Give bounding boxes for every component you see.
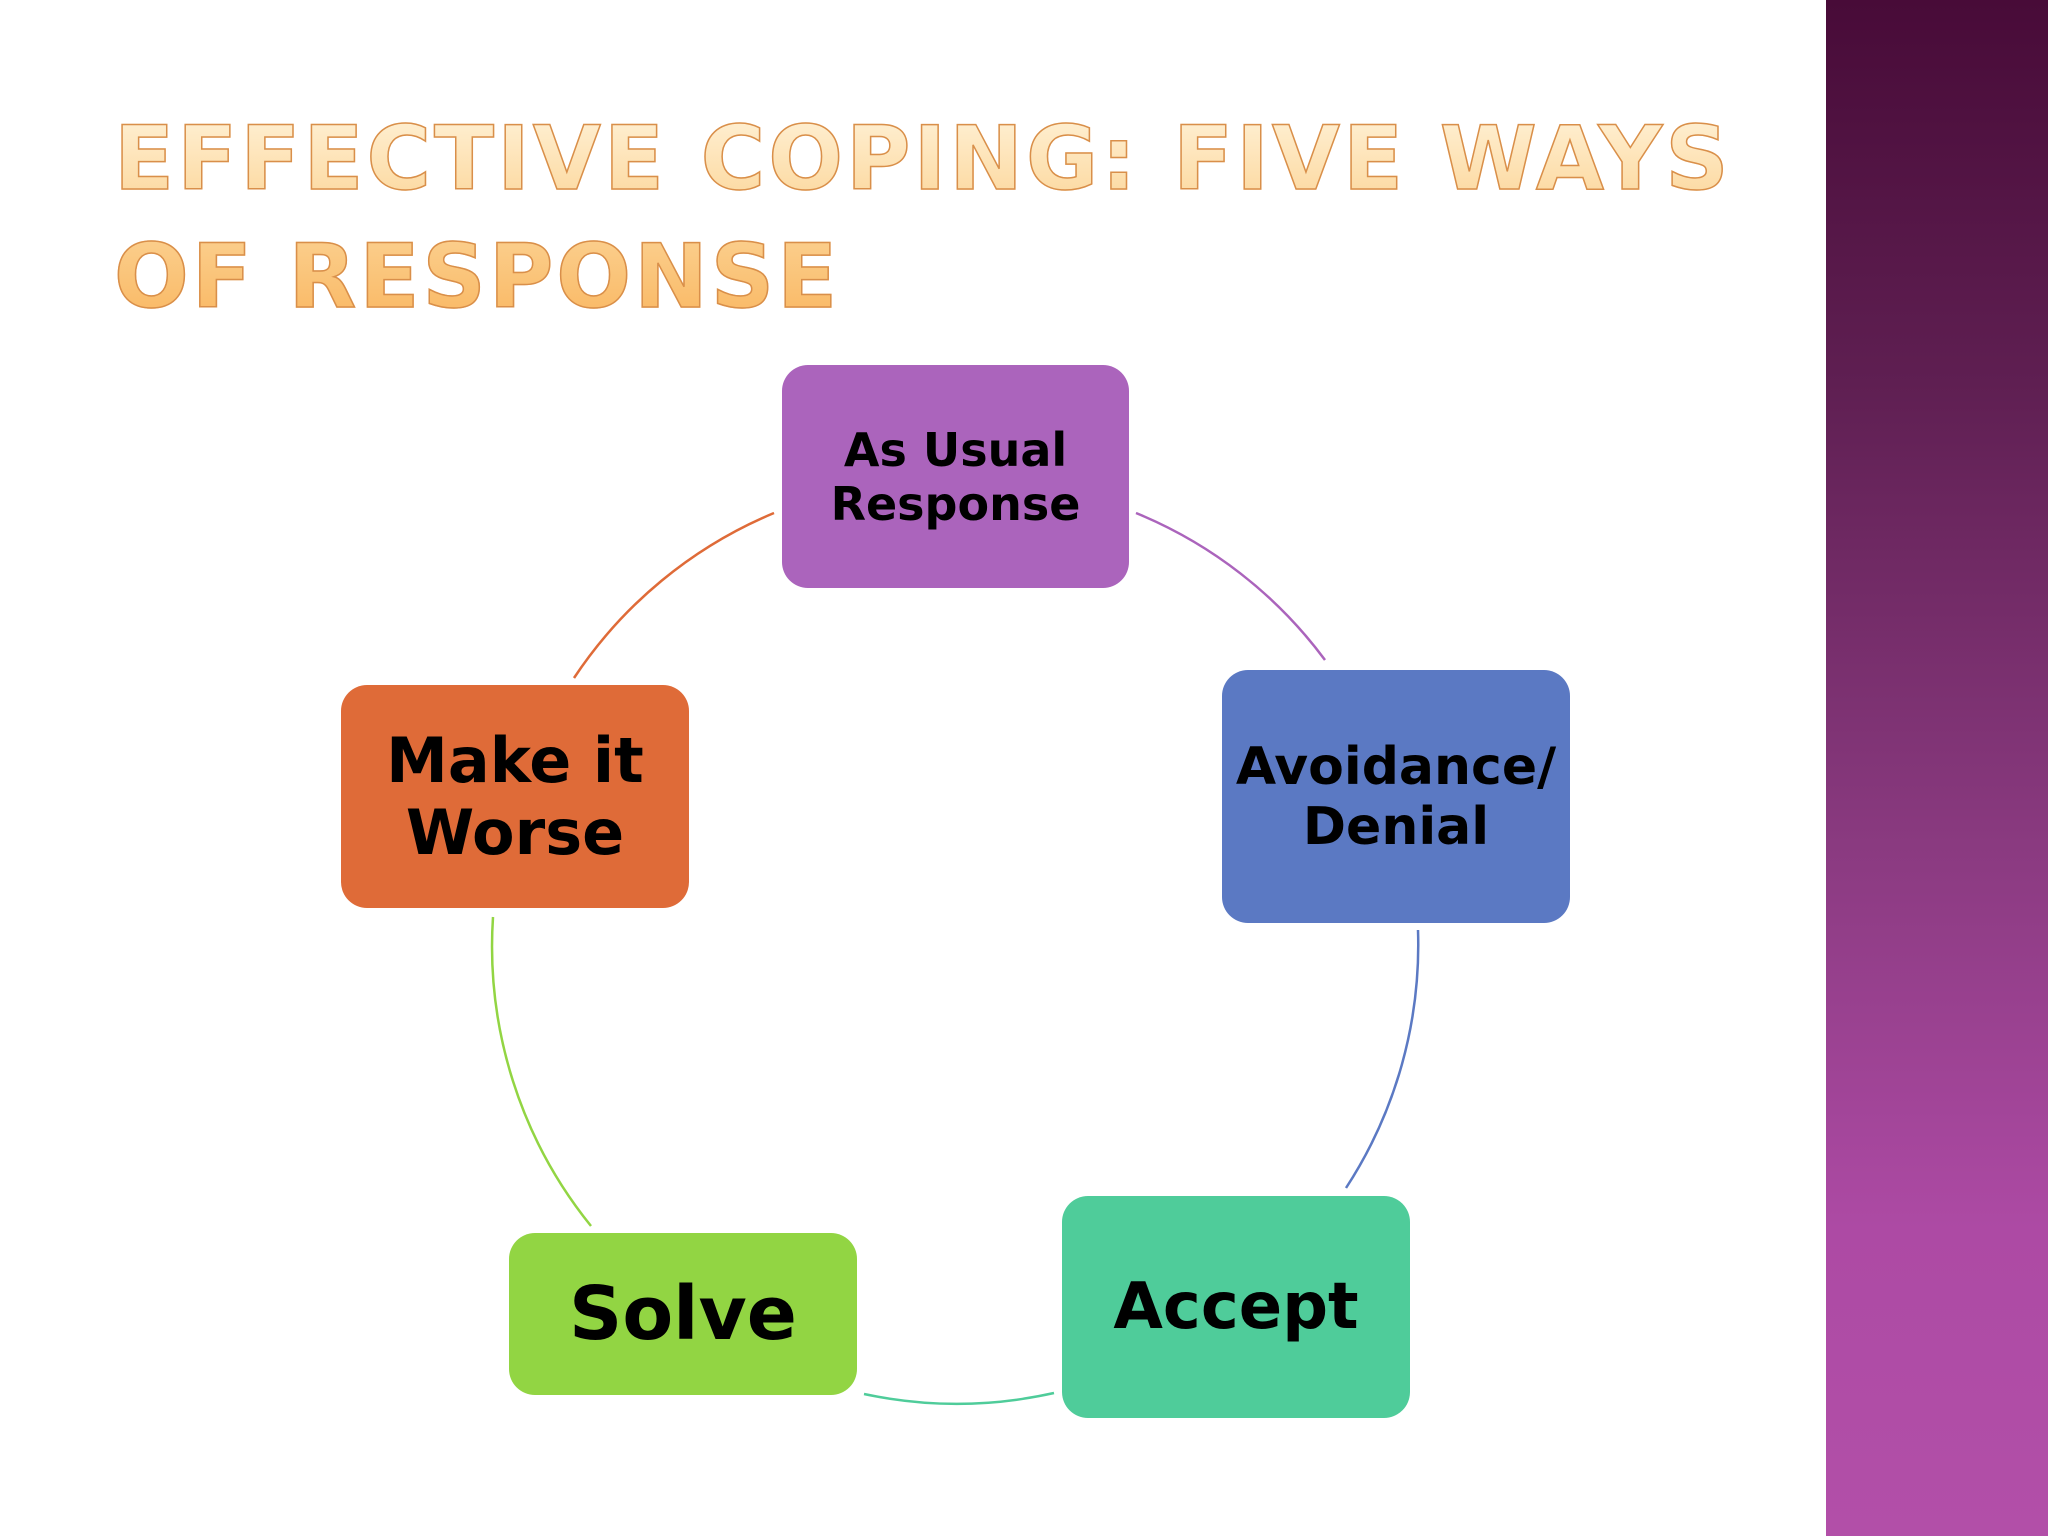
node-as-usual-response: As Usual Response [782, 365, 1129, 588]
node-label-solve: Solve [569, 1271, 797, 1357]
connector-solve-to-worse [490, 916, 592, 1227]
connector-usual-to-avoid [1135, 511, 1327, 661]
node-label-make-it-worse: Make it Worse [386, 723, 644, 869]
connector-avoid-to-accept [1344, 929, 1420, 1189]
node-accept: Accept [1062, 1196, 1410, 1418]
slide-title: Effective Coping: Five Ways of Response [113, 100, 1734, 336]
node-make-it-worse: Make it Worse [341, 685, 689, 908]
node-label-as-usual-response: As Usual Response [830, 422, 1081, 531]
node-avoidance-denial: Avoidance/ Denial [1222, 670, 1570, 923]
node-label-avoidance-denial: Avoidance/ Denial [1235, 736, 1557, 857]
connector-accept-to-solve [863, 1391, 1055, 1405]
connector-worse-to-usual [572, 511, 775, 679]
decorative-side-band [1826, 0, 2048, 1536]
node-solve: Solve [509, 1233, 857, 1395]
node-label-accept: Accept [1113, 1270, 1359, 1344]
